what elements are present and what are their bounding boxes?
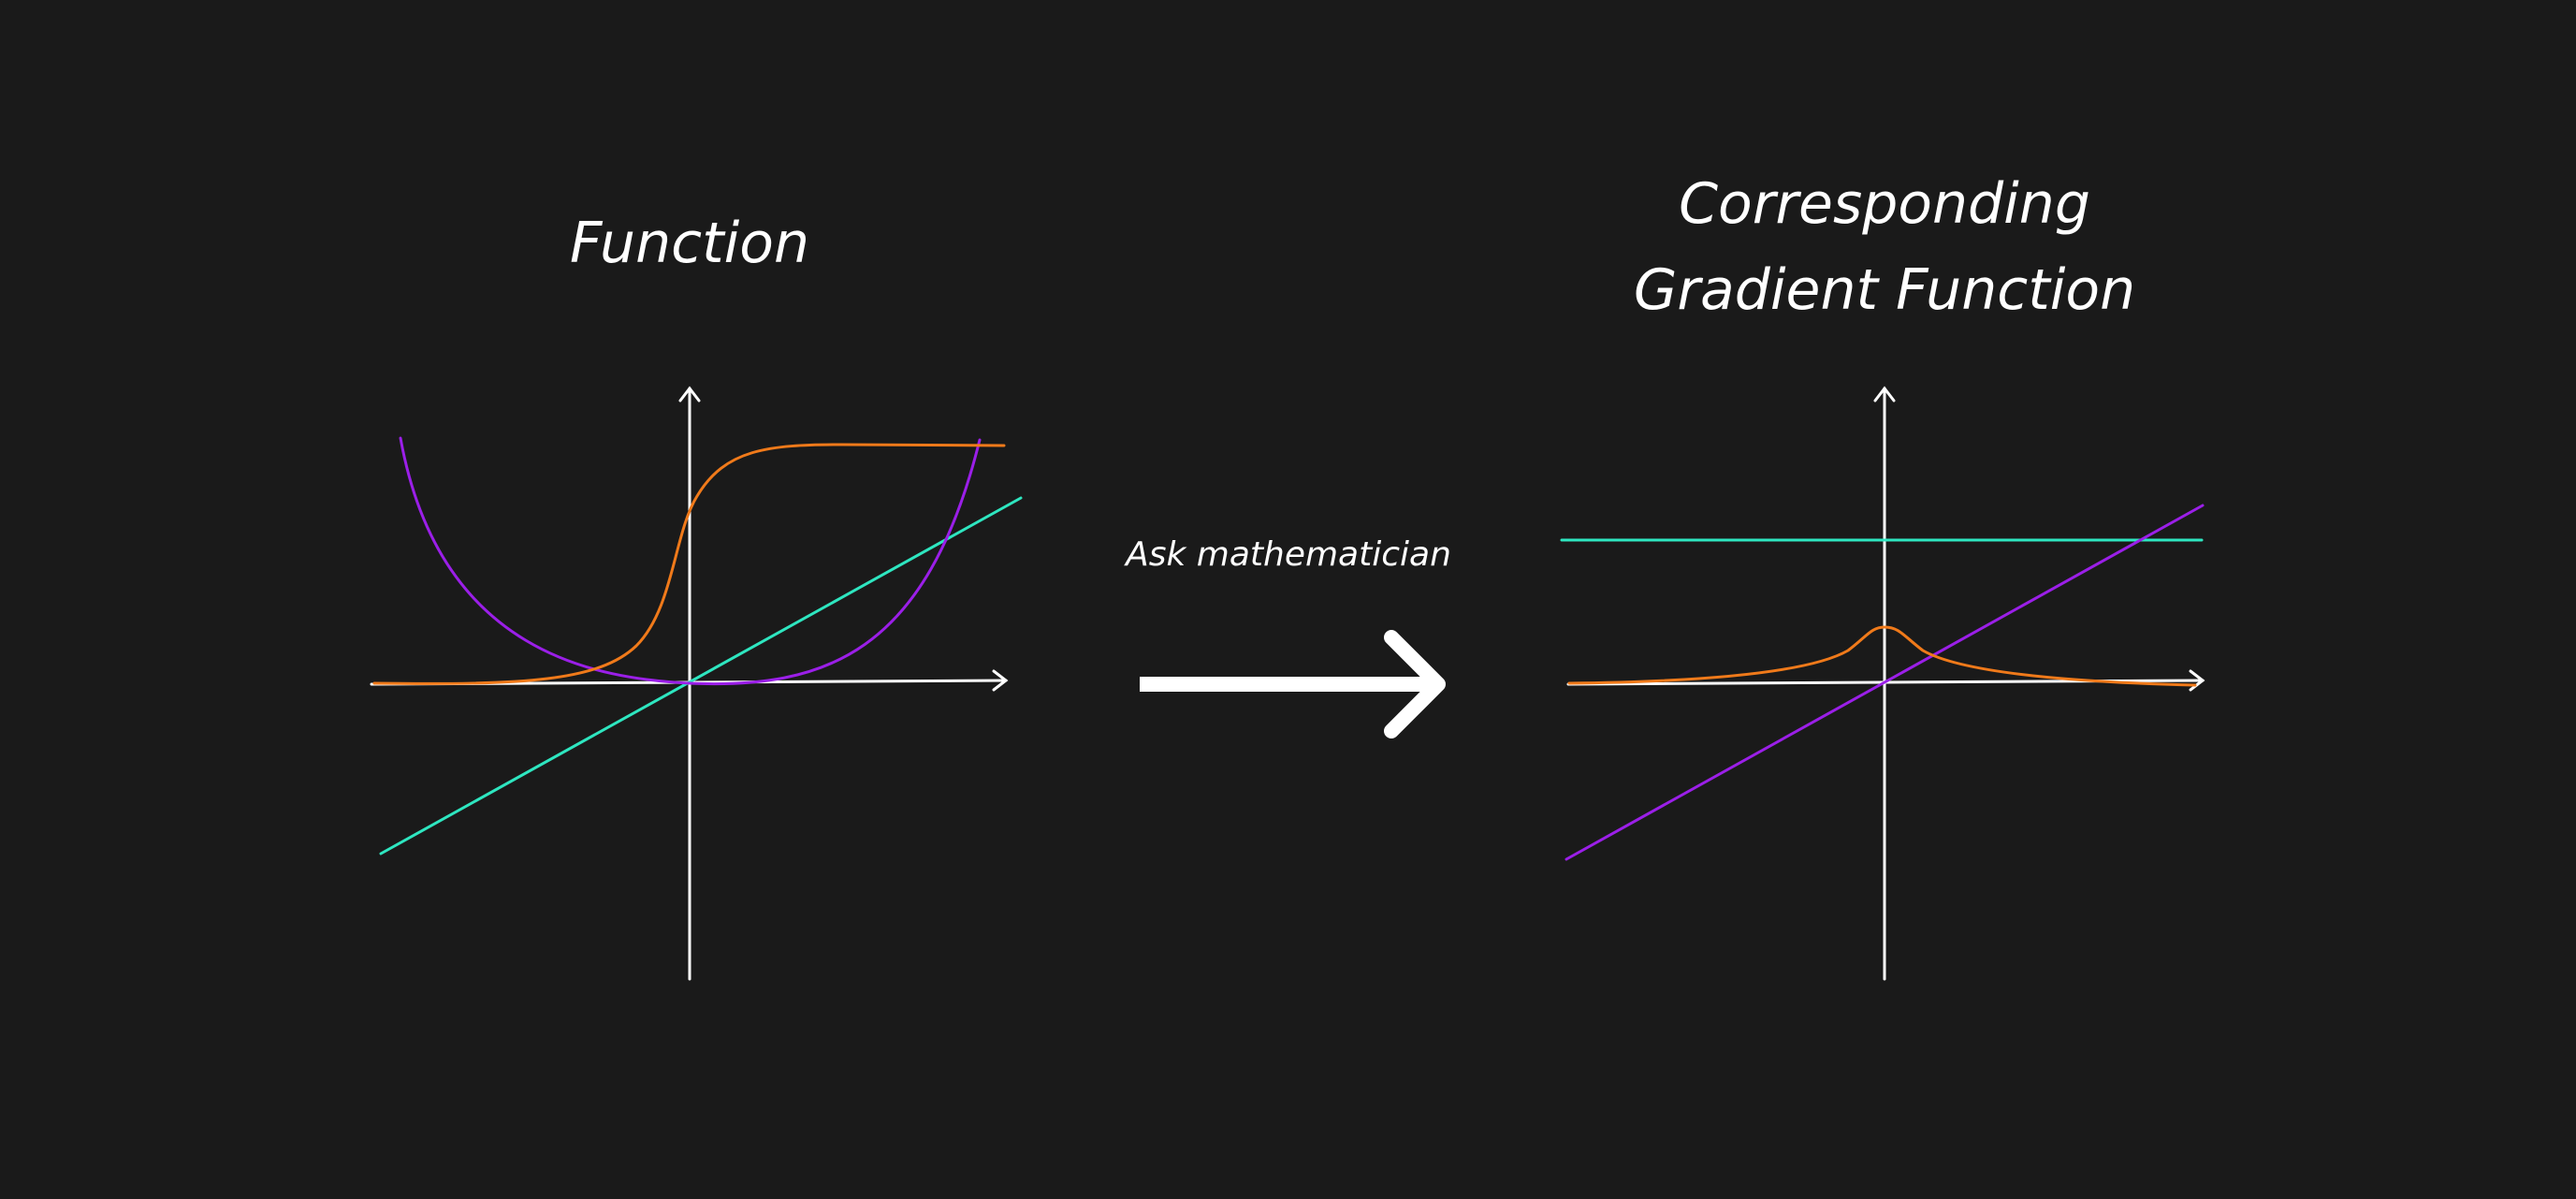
right-arrow-icon — [1140, 630, 1446, 738]
function-y-axis-arrowhead — [678, 386, 701, 402]
gradient-axes — [1566, 386, 2205, 981]
function-linear-curve — [379, 496, 1023, 855]
gradient-bell-curve — [1567, 625, 2197, 687]
gradient-linear-line — [1565, 504, 2205, 861]
function-x-axis-arrowhead — [992, 669, 1009, 692]
transition: Ask mathematician — [1124, 535, 1451, 738]
function-sigmoid-curve — [372, 443, 1006, 685]
gradient-y-axis-arrowhead — [1873, 386, 1896, 402]
function-quadratic-curve — [399, 436, 982, 686]
gradient-title-line1: Corresponding — [1679, 171, 2090, 237]
transition-label: Ask mathematician — [1124, 535, 1451, 574]
gradient-x-axis-arrowhead — [2189, 669, 2205, 692]
gradient-panel: Corresponding Gradient Function — [1560, 171, 2205, 981]
gradient-title-line2: Gradient Function — [1634, 257, 2135, 323]
function-panel: Function — [370, 211, 1023, 981]
function-title: Function — [570, 211, 809, 276]
